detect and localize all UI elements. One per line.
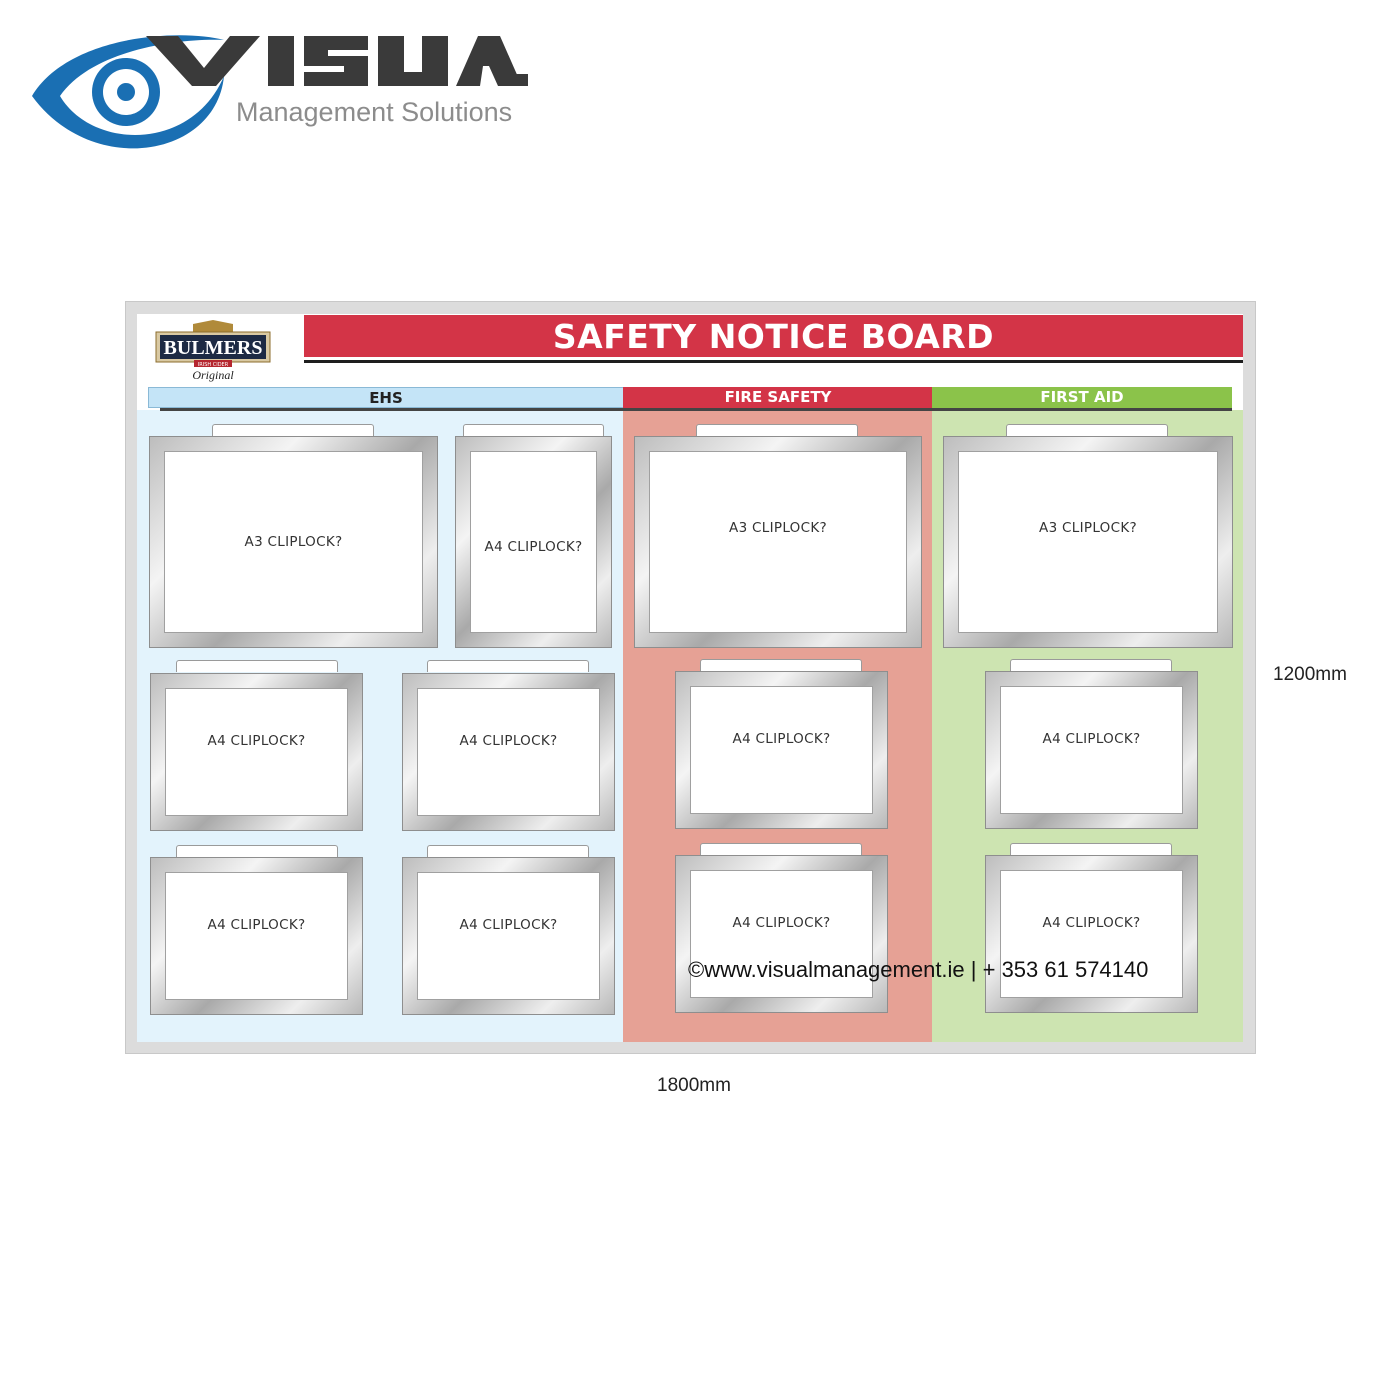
frame-label: A4 CLIPLOCK? xyxy=(1042,731,1141,747)
frame-label: A3 CLIPLOCK? xyxy=(729,520,827,536)
section-header-fire-safety: FIRE SAFETY xyxy=(623,387,933,408)
header-tab xyxy=(176,660,338,672)
frame-label: A4 CLIPLOCK? xyxy=(1042,915,1141,931)
header-tab xyxy=(463,424,604,436)
height-dimension: 1200mm xyxy=(1273,664,1347,685)
section-rule-ehs xyxy=(160,408,624,411)
section-header-ehs: EHS xyxy=(148,387,624,408)
a4-cliplock-frame[interactable]: A4 CLIPLOCK? xyxy=(150,857,363,1015)
frame-label: A4 CLIPLOCK? xyxy=(207,733,306,749)
board-title: SAFETY NOTICE BOARD xyxy=(304,315,1243,357)
a4-cliplock-frame[interactable]: A4 CLIPLOCK? xyxy=(150,673,363,831)
a3-cliplock-frame[interactable]: A3 CLIPLOCK? xyxy=(943,436,1233,648)
frame-label: A4 CLIPLOCK? xyxy=(207,917,306,933)
section-header-first-aid: FIRST AID xyxy=(932,387,1232,408)
header-tab xyxy=(1010,843,1172,855)
a4-cliplock-frame[interactable]: A4 CLIPLOCK? xyxy=(455,436,612,648)
contact-watermark: ©www.visualmanagement.ie | + 353 61 5741… xyxy=(688,957,1149,982)
frame-label: A3 CLIPLOCK? xyxy=(1039,520,1137,536)
frame-label: A3 CLIPLOCK? xyxy=(244,534,343,550)
a4-cliplock-frame[interactable]: A4 CLIPLOCK? xyxy=(402,673,615,831)
a4-cliplock-frame[interactable]: A4 CLIPLOCK? xyxy=(985,671,1198,829)
a4-cliplock-frame[interactable]: A4 CLIPLOCK? xyxy=(675,855,888,1013)
header-tab xyxy=(700,659,862,671)
frame-label: A4 CLIPLOCK? xyxy=(459,917,558,933)
frame-label: A4 CLIPLOCK? xyxy=(732,915,831,931)
section-rule-fire-safety xyxy=(623,408,933,411)
svg-text:Original: Original xyxy=(192,368,234,382)
bulmers-logo: BULMERS IRISH CIDER Original xyxy=(155,320,271,382)
header-tab xyxy=(700,843,862,855)
header-tab xyxy=(427,660,589,672)
svg-text:BULMERS: BULMERS xyxy=(164,337,263,359)
svg-text:IRISH CIDER: IRISH CIDER xyxy=(198,362,229,368)
logo-tagline: Management Solutions xyxy=(236,97,513,127)
a4-cliplock-frame[interactable]: A4 CLIPLOCK? xyxy=(675,671,888,829)
section-rule-first-aid xyxy=(932,408,1232,411)
header-tab xyxy=(176,845,338,857)
a4-cliplock-frame[interactable]: A4 CLIPLOCK? xyxy=(402,857,615,1015)
a3-cliplock-frame[interactable]: A3 CLIPLOCK? xyxy=(634,436,922,648)
header-tab xyxy=(212,424,374,436)
header-tab xyxy=(696,424,858,436)
frame-label: A4 CLIPLOCK? xyxy=(732,731,831,747)
header-tab xyxy=(427,845,589,857)
header-tab xyxy=(1010,659,1172,671)
visual-logo xyxy=(32,35,528,149)
header-tab xyxy=(1006,424,1168,436)
a3-cliplock-frame[interactable]: A3 CLIPLOCK? xyxy=(149,436,438,648)
frame-label: A4 CLIPLOCK? xyxy=(459,733,558,749)
a4-cliplock-frame[interactable]: A4 CLIPLOCK? xyxy=(985,855,1198,1013)
frame-label: A4 CLIPLOCK? xyxy=(484,539,583,555)
title-divider xyxy=(304,360,1243,363)
width-dimension: 1800mm xyxy=(657,1075,731,1096)
